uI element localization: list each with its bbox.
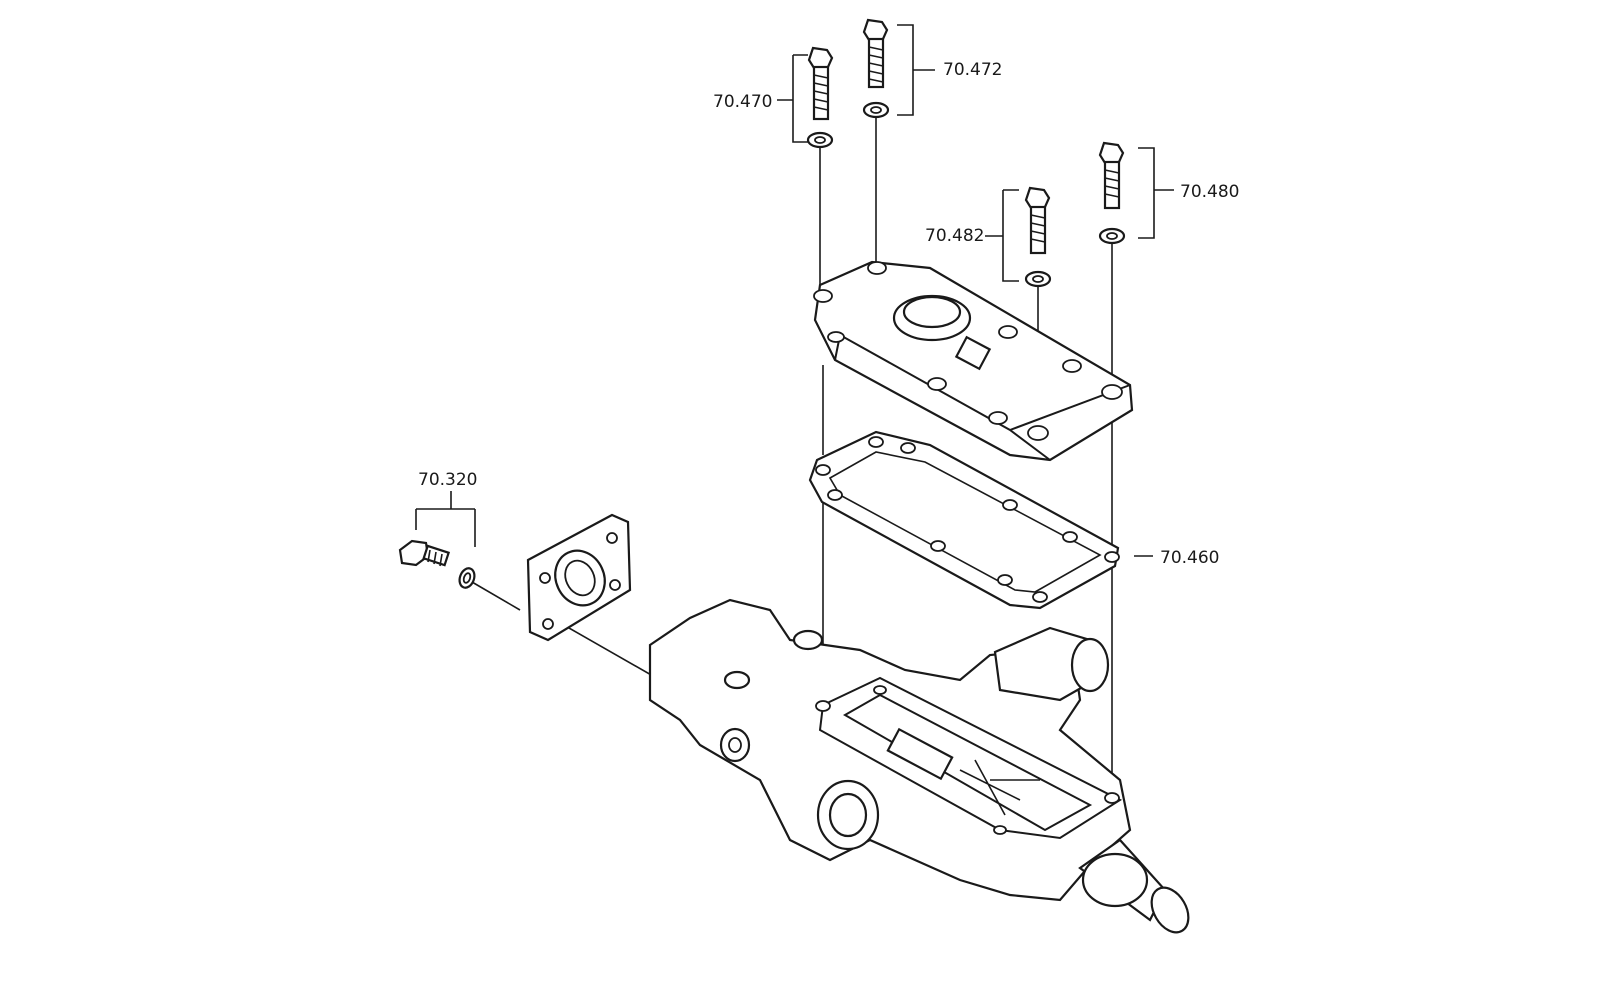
label-70-482[interactable]: 70.482 (925, 226, 984, 246)
bolt-70-472 (862, 18, 889, 89)
label-70-470[interactable]: 70.470 (713, 92, 772, 112)
callout-70-472: 70.472 (897, 24, 1002, 116)
washer-hole (814, 136, 826, 144)
side-flange-plate (526, 513, 632, 642)
callout-70-320: 70.320 (415, 470, 477, 547)
main-housing (648, 598, 1190, 934)
gasket-70-460 (808, 430, 1120, 610)
callout-70-470: 70.470 (713, 54, 808, 143)
bolt-70-320 (398, 539, 451, 567)
washer-hole (1032, 275, 1044, 283)
callout-70-482: 70.482 (925, 189, 1019, 282)
callout-70-460: 70.460 (1134, 548, 1219, 568)
bolt-70-470 (807, 46, 834, 121)
bolt-70-482 (1024, 186, 1051, 255)
label-70-320[interactable]: 70.320 (418, 470, 477, 490)
washer-hole (462, 572, 472, 584)
bolt-70-480 (1098, 141, 1125, 210)
washer-hole (870, 106, 882, 114)
top-cover (813, 260, 1134, 462)
label-70-460[interactable]: 70.460 (1160, 548, 1219, 568)
washer-hole (1106, 232, 1118, 240)
callout-70-480: 70.480 (1138, 147, 1239, 239)
label-70-472[interactable]: 70.472 (943, 60, 1002, 80)
label-70-480[interactable]: 70.480 (1180, 182, 1239, 202)
